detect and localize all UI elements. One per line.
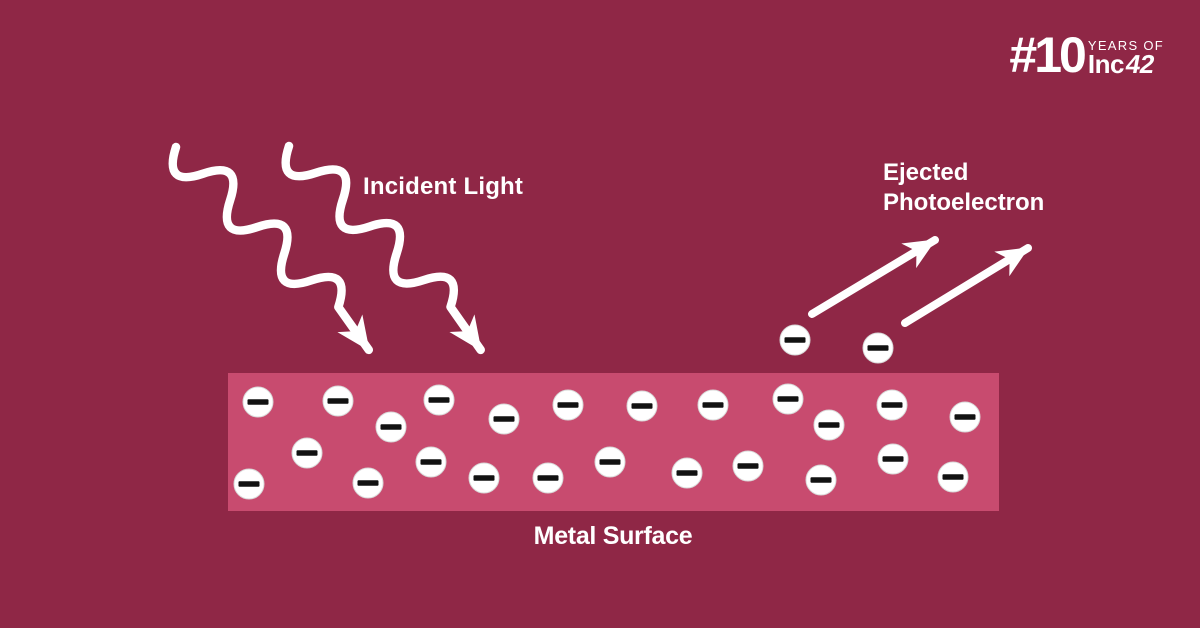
- electron-minus-sign: [537, 475, 559, 481]
- surface-electron: [552, 389, 584, 421]
- logo-42: 42: [1123, 49, 1157, 79]
- electron-minus-sign: [599, 459, 621, 465]
- surface-electron: [233, 468, 265, 500]
- electron-minus-sign: [631, 403, 653, 409]
- surface-electron: [242, 386, 274, 418]
- electron-minus-sign: [676, 470, 698, 476]
- ejected-electron-arrow: [808, 236, 939, 318]
- logo-column: YEARS OF Inc 42: [1087, 36, 1164, 80]
- electron-minus-sign: [882, 456, 904, 462]
- logo-hash10: #10: [1009, 27, 1086, 83]
- logo-inc: Inc: [1087, 49, 1125, 79]
- surface-electron: [876, 389, 908, 421]
- surface-electron: [949, 401, 981, 433]
- surface-electron: [322, 385, 354, 417]
- electron-minus-sign: [493, 416, 515, 422]
- electron-minus-sign: [810, 477, 832, 483]
- surface-electron: [375, 411, 407, 443]
- electron-minus-sign: [737, 463, 759, 469]
- electron-minus-sign: [380, 424, 402, 430]
- surface-electron: [671, 457, 703, 489]
- ejected-label-line1: Ejected: [883, 159, 969, 186]
- ejected-label-line2: Photoelectron: [883, 189, 1045, 216]
- electron-minus-sign: [777, 396, 799, 402]
- electron-minus-sign: [428, 397, 450, 403]
- surface-electron: [732, 450, 764, 482]
- surface-electron: [423, 384, 455, 416]
- ejected-electron: [862, 332, 894, 364]
- surface-electron: [291, 437, 323, 469]
- electron-minus-sign: [327, 398, 349, 404]
- surface-electron: [532, 462, 564, 494]
- surface-electron: [488, 403, 520, 435]
- incident-light-label: Incident Light: [363, 173, 524, 200]
- electron-minus-sign: [818, 422, 840, 428]
- electron-minus-sign: [867, 345, 889, 351]
- surface-electron: [813, 409, 845, 441]
- metal-surface-label: Metal Surface: [533, 522, 693, 550]
- electron-minus-sign: [247, 399, 269, 405]
- surface-electron: [626, 390, 658, 422]
- electron-minus-sign: [420, 459, 442, 465]
- electron-minus-sign: [473, 475, 495, 481]
- surface-electron: [805, 464, 837, 496]
- surface-electron: [937, 461, 969, 493]
- logo-years-of: YEARS OF: [1087, 38, 1164, 53]
- surface-electron: [415, 446, 447, 478]
- electron-minus-sign: [238, 481, 260, 487]
- electron-minus-sign: [881, 402, 903, 408]
- electron-minus-sign: [557, 402, 579, 408]
- ejected-electron: [779, 324, 811, 356]
- surface-electron: [877, 443, 909, 475]
- ejected-electron-arrow: [901, 244, 1032, 327]
- inc42-logo: #10 YEARS OF Inc 42: [1009, 27, 1164, 83]
- surface-electron: [697, 389, 729, 421]
- surface-electron: [352, 467, 384, 499]
- electron-minus-sign: [296, 450, 318, 456]
- surface-electron: [772, 383, 804, 415]
- electron-minus-sign: [784, 337, 806, 343]
- incident-light-wave-arrow: [281, 141, 485, 355]
- electron-minus-sign: [357, 480, 379, 486]
- logo-inc42-wordmark: Inc 42: [1087, 49, 1164, 79]
- electron-minus-sign: [954, 414, 976, 420]
- electron-minus-sign: [702, 402, 724, 408]
- surface-electron: [594, 446, 626, 478]
- incident-light-wave-arrow: [168, 142, 374, 355]
- ejected-photoelectron-label: Ejected Photoelectron: [883, 158, 1044, 218]
- electron-minus-sign: [942, 474, 964, 480]
- surface-electron: [468, 462, 500, 494]
